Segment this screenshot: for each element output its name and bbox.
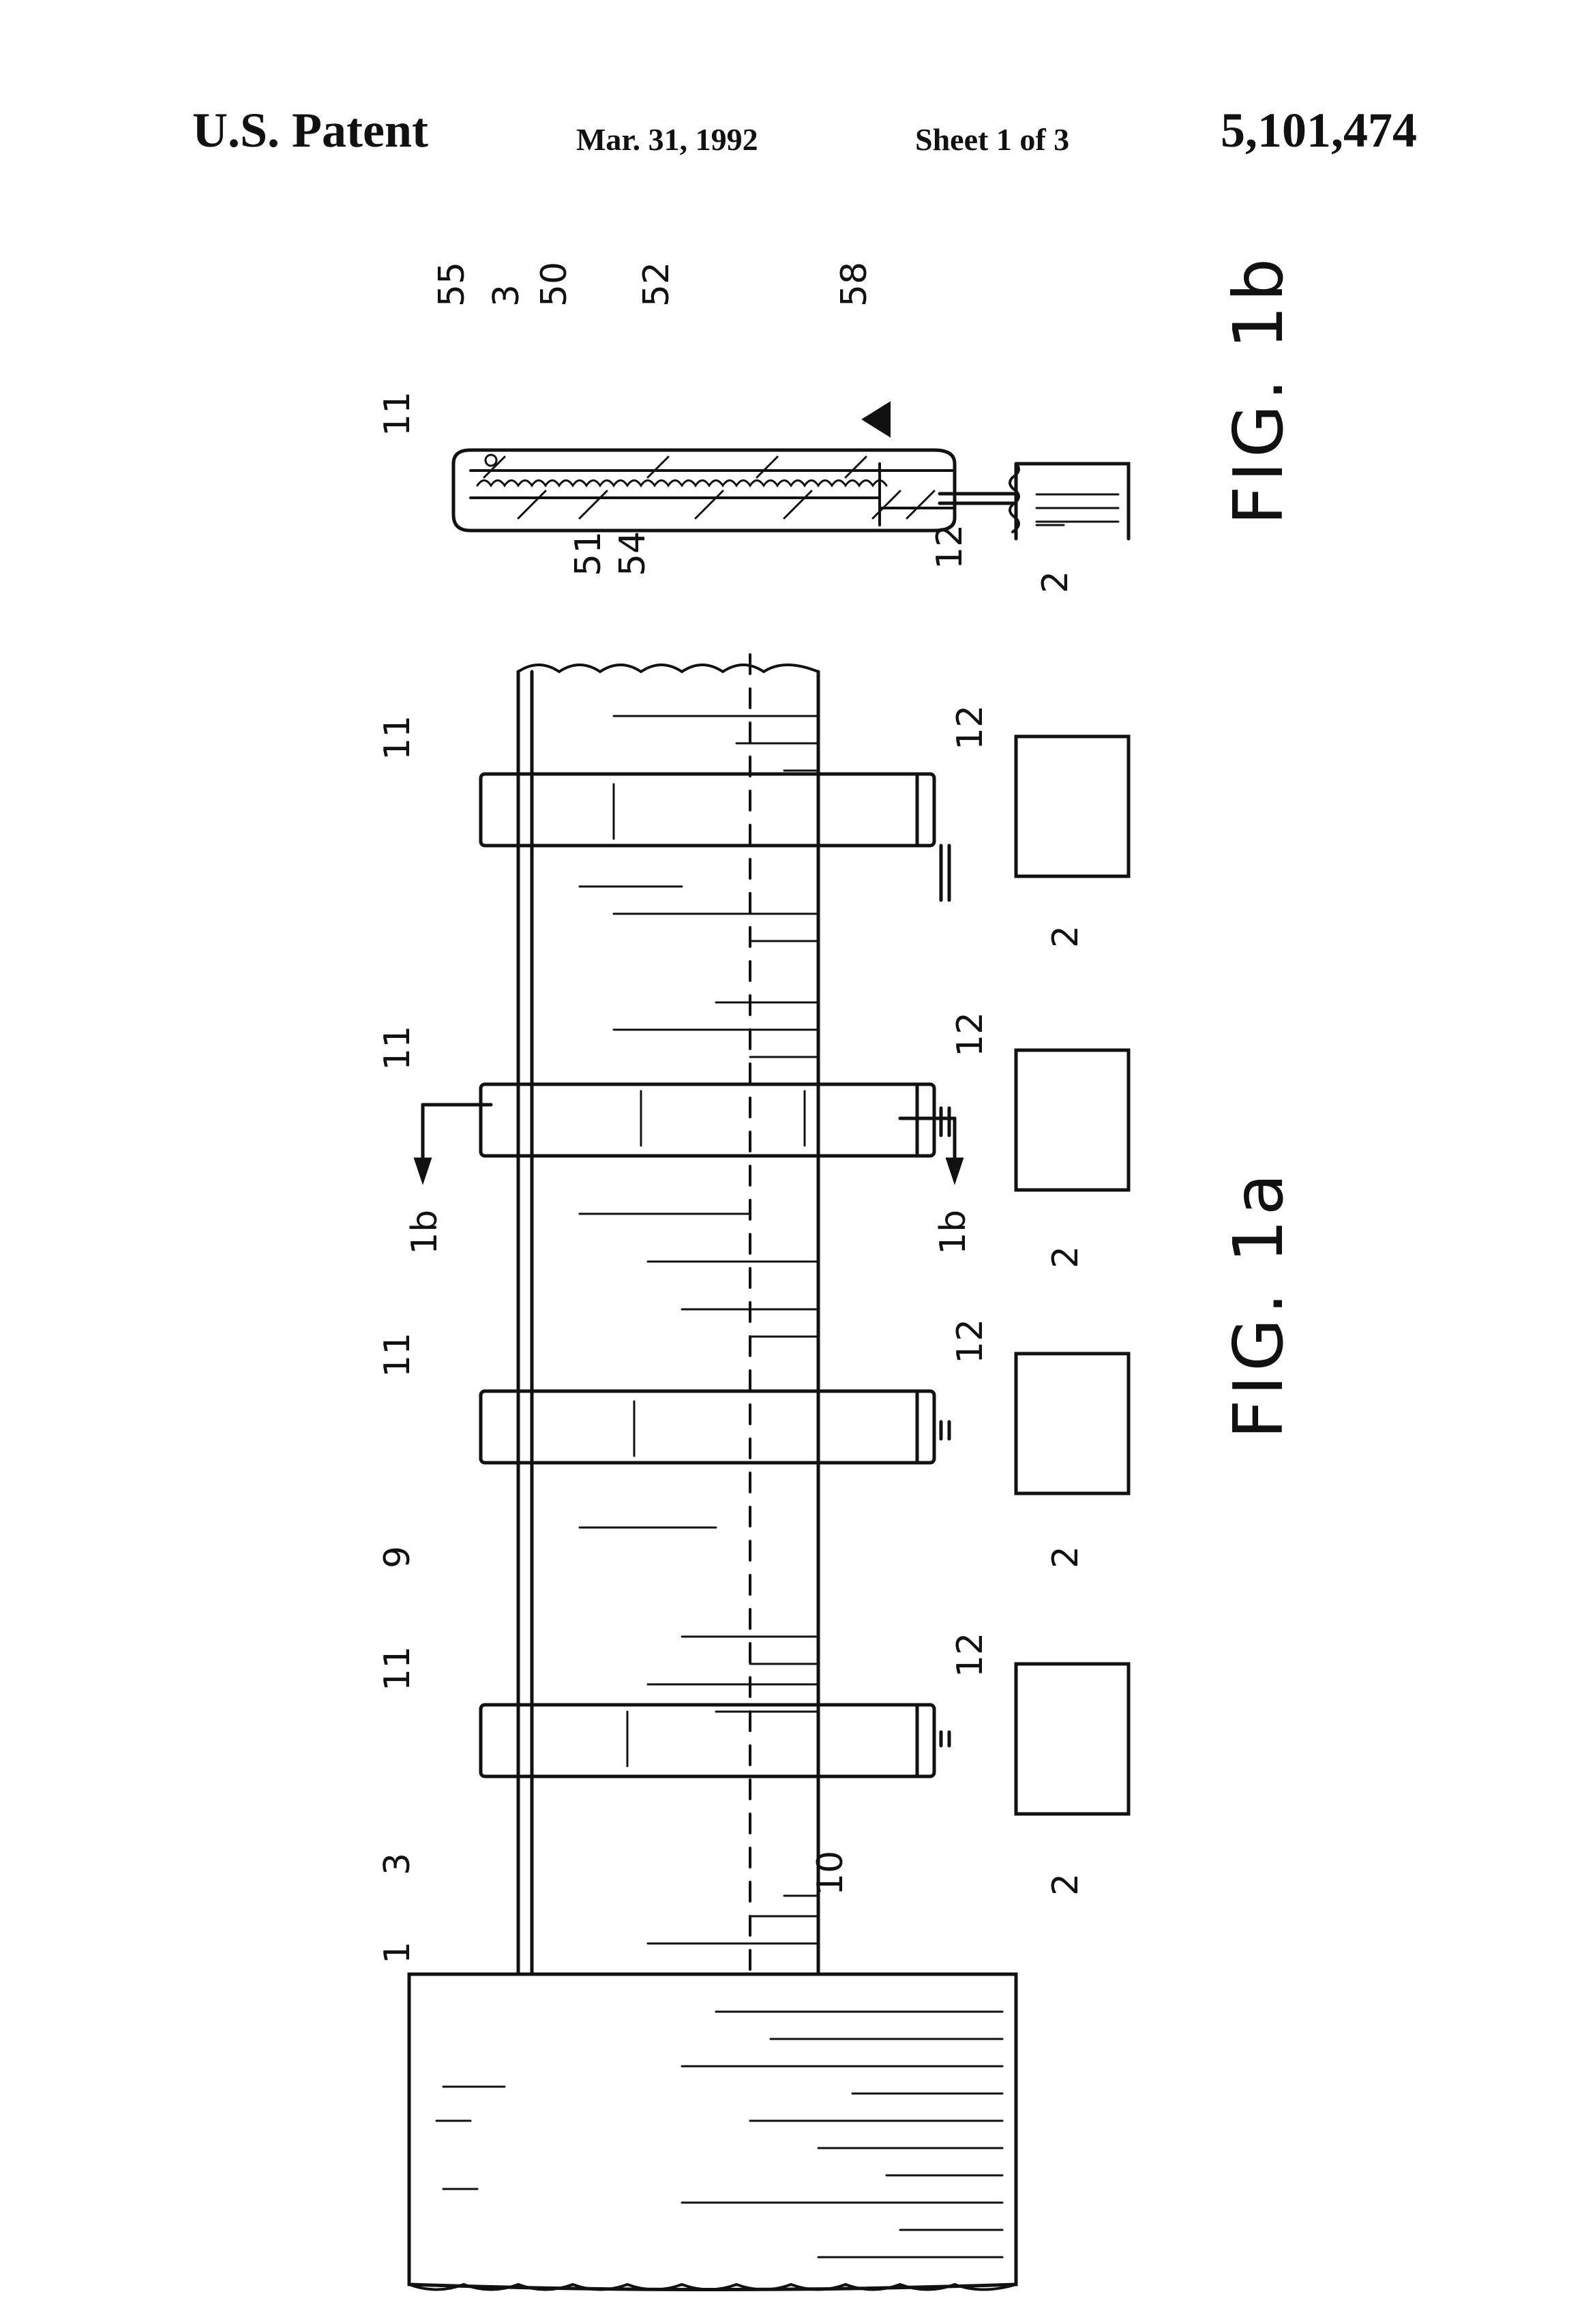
ring-row-3: [481, 1354, 1129, 1493]
stem-label-3: 12: [950, 1319, 991, 1364]
fig-1b-title: FIG. 1b: [1219, 254, 1298, 525]
label-2: 2: [1035, 571, 1076, 593]
box-label-1: 2: [1045, 925, 1086, 948]
section-arrows: [416, 1105, 961, 1180]
label-55: 55: [432, 262, 473, 307]
label-51: 51: [568, 531, 609, 576]
label-11: 11: [377, 391, 418, 436]
section-label-left: 1b: [404, 1210, 445, 1255]
label-9: 9: [377, 1546, 418, 1568]
label-58: 58: [834, 262, 875, 307]
label-1: 1: [377, 1941, 418, 1964]
tube: [518, 672, 818, 1974]
box-label-4: 2: [1045, 1873, 1086, 1896]
label-3a: 3: [377, 1853, 418, 1875]
box-label-3: 2: [1045, 1546, 1086, 1568]
label-12: 12: [929, 524, 970, 569]
label-54: 54: [612, 531, 653, 576]
ring-label-3: 11: [377, 1332, 418, 1377]
label-3: 3: [486, 284, 527, 307]
label-50: 50: [534, 262, 575, 307]
base-block: [409, 1974, 1016, 2290]
box-label-2: 2: [1045, 1246, 1086, 1268]
section-label-right: 1b: [933, 1210, 974, 1255]
stem-label-4: 12: [950, 1633, 991, 1678]
fig-1b-labels: 55 3 50 52 58 11 51 54 12 2: [377, 262, 1076, 593]
stem-label-2: 12: [950, 1012, 991, 1057]
fig-1a-drawing: [409, 655, 1129, 2290]
fig-1a-title: FIG. 1a: [1219, 1170, 1298, 1439]
ring-row-1: [481, 736, 1129, 900]
ring-label-2: 11: [377, 1026, 418, 1071]
ring-label-1: 11: [377, 715, 418, 760]
fig-1b-drawing: [453, 402, 1129, 539]
label-52: 52: [636, 262, 677, 307]
ring-row-4: [481, 1664, 1129, 1814]
label-10: 10: [810, 1851, 851, 1896]
ring-row-2: [481, 1050, 1129, 1190]
stem-label-1: 12: [950, 705, 991, 750]
ring-label-4: 11: [377, 1646, 418, 1691]
